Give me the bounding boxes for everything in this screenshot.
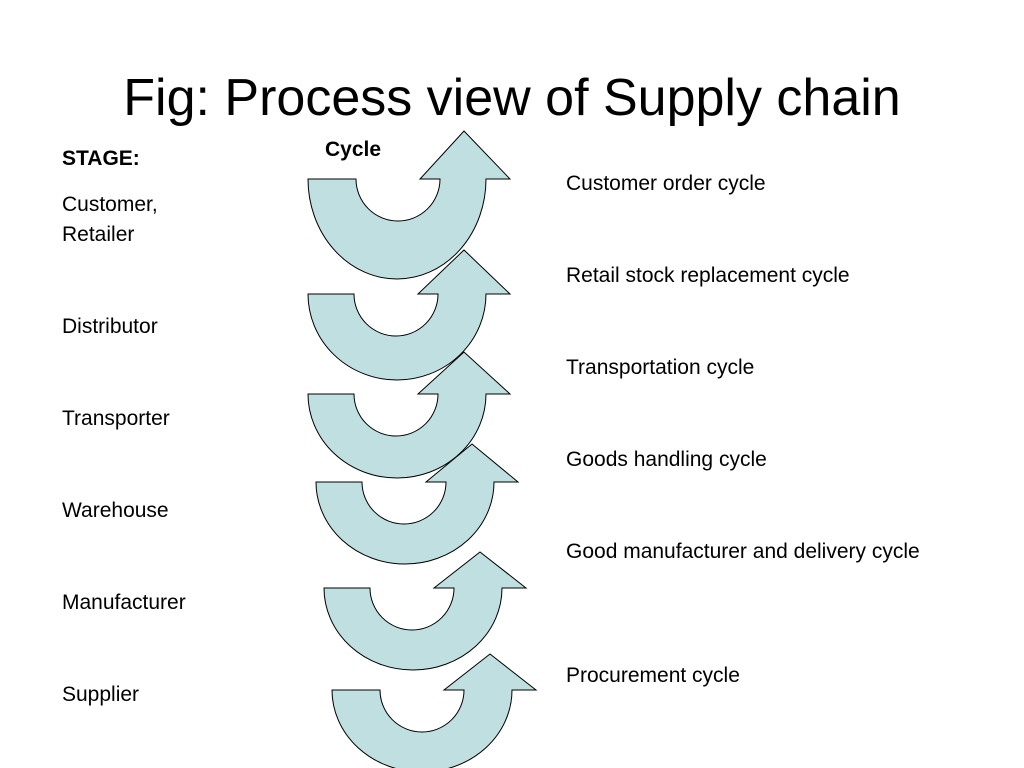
u-turn-arrow-icon [307, 130, 512, 280]
cycle-label-customer-order: Customer order cycle [566, 172, 766, 195]
u-turn-arrow-icon [307, 351, 512, 479]
u-turn-arrow-icon [307, 249, 512, 381]
stage-label-manufacturer: Manufacturer [62, 591, 186, 614]
stage-label-transporter: Transporter [62, 407, 170, 430]
stage-label-supplier: Supplier [62, 683, 140, 706]
cycle-label-transportation: Transportation cycle [566, 356, 755, 379]
page-title: Fig: Process view of Supply chain [123, 69, 901, 127]
stage-label-customer-retailer: Customer,Retailer [62, 193, 158, 246]
stage-header: STAGE: [62, 147, 140, 170]
cycle-label-good-manufacturer-delivery: Good manufacturer and delivery cycle [566, 540, 920, 563]
cycle-label-procurement: Procurement cycle [566, 664, 740, 687]
stage-label-distributor: Distributor [62, 315, 158, 338]
u-turn-arrow-icon [323, 551, 528, 671]
cycle-label-retail-stock-replacement: Retail stock replacement cycle [566, 264, 850, 287]
cycle-header: Cycle [325, 138, 382, 161]
stage-label-warehouse: Warehouse [62, 499, 169, 522]
u-turn-arrow-icon [331, 653, 538, 768]
cycle-label-goods-handling: Goods handling cycle [566, 448, 767, 471]
u-turn-arrow-icon [315, 443, 520, 565]
